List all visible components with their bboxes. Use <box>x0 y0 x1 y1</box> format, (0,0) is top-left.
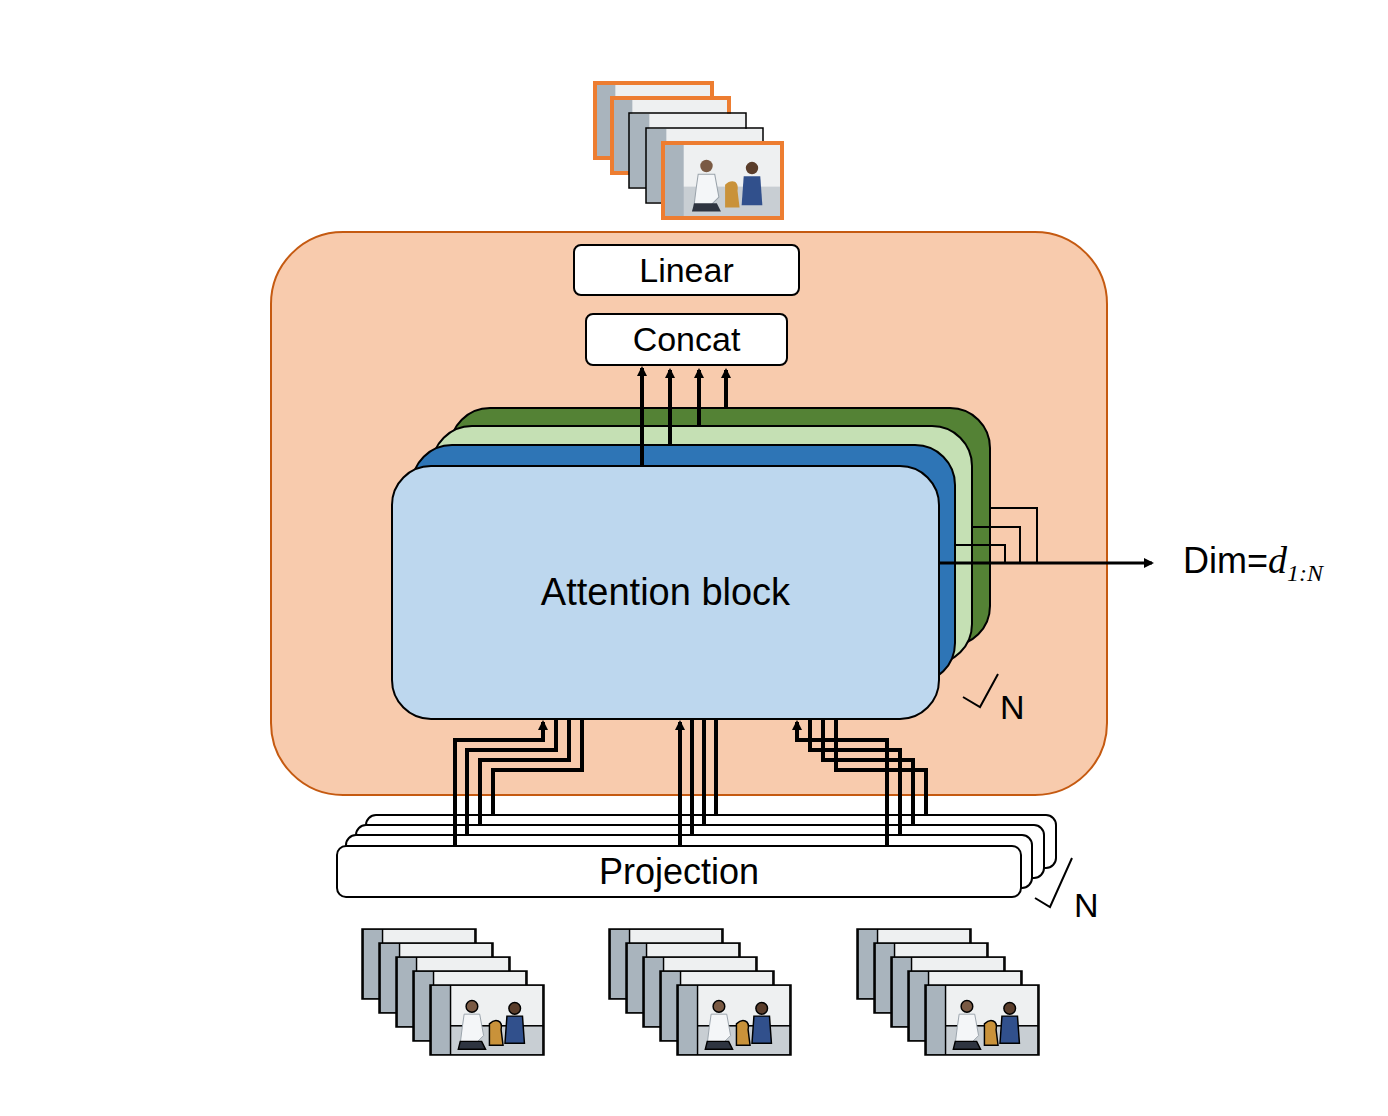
dimension-symbol: d <box>1268 539 1287 581</box>
repeat-count: N <box>1000 688 1025 727</box>
node-text: Linear <box>639 251 734 290</box>
concat-box: Concat <box>585 313 788 366</box>
dimension-label: Dim=d1:N <box>1183 538 1323 587</box>
data-flow-arrow <box>640 368 644 465</box>
node-text: Attention block <box>541 571 790 614</box>
data-flow-arrow <box>678 722 682 845</box>
repeat-count: N <box>1074 886 1099 925</box>
dimension-prefix: Dim= <box>1183 540 1268 581</box>
node-text: Concat <box>633 320 741 359</box>
linear-box: Linear <box>573 244 800 296</box>
dimension-subscript: 1:N <box>1287 560 1323 586</box>
node-text: Projection <box>599 851 759 893</box>
projection-box: Projection <box>336 845 1022 898</box>
attention-block: Attention block <box>391 465 940 720</box>
